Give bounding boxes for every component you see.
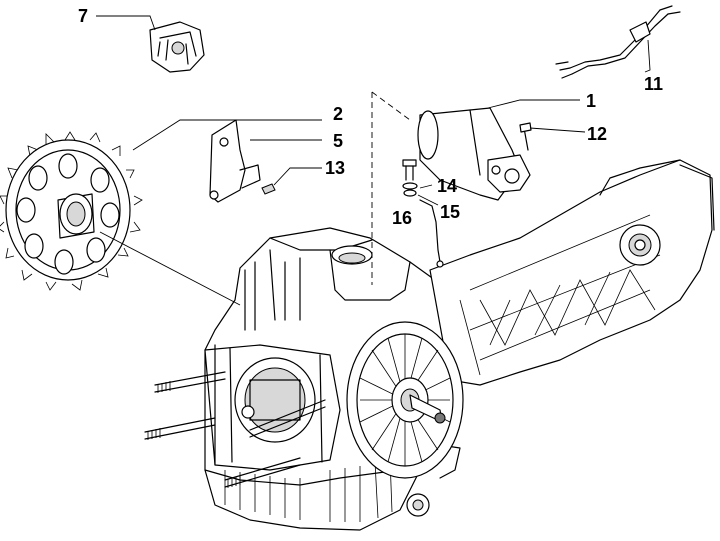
sensor [149,21,205,73]
callout-14: 14 [437,176,457,196]
crankcase [204,159,715,531]
callout-16: 16 [392,208,412,228]
callout-7: 7 [78,6,88,26]
callout-15: 15 [440,202,460,222]
small-hardware [402,159,444,268]
studs [144,371,326,488]
wire-harness [555,5,681,79]
callout-11: 11 [644,74,663,94]
leader-lines [96,15,651,285]
callout-1: 1 [586,91,596,111]
callout-12: 12 [587,124,607,144]
fan-wheel [346,321,464,479]
sprocket [0,131,241,306]
callout-2: 2 [333,104,343,124]
starter-motor [417,107,532,201]
callout-5: 5 [333,131,343,151]
callout-13: 13 [325,158,345,178]
bracket [209,119,276,203]
